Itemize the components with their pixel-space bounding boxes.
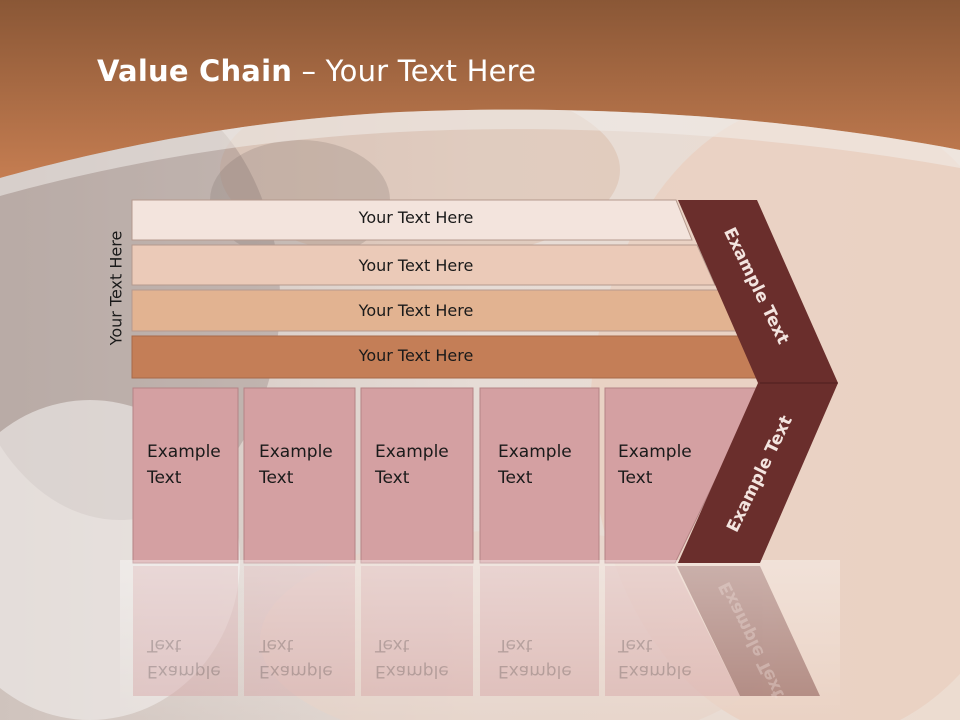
box-3-reflection-line2: Text — [375, 635, 410, 655]
box-3-reflection-line1: Example — [375, 661, 449, 681]
box-4-line2: Text — [498, 468, 533, 488]
bar-2-label: Your Text Here — [358, 256, 474, 275]
box-3-line2: Text — [375, 468, 410, 488]
box-3-text: Example Text — [375, 439, 475, 491]
box-2-reflection-line2: Text — [259, 635, 294, 655]
side-label: Your Text Here — [106, 230, 126, 346]
box-5-text: Example Text — [618, 439, 718, 491]
box-4-text: Example Text — [498, 439, 598, 491]
box-5-line1: Example — [618, 442, 692, 462]
box-4-reflection: Example Text — [498, 632, 598, 684]
box-3-line1: Example — [375, 442, 449, 462]
title-bold: Value Chain — [97, 54, 293, 88]
box-1-reflection-line1: Example — [147, 661, 221, 681]
box-1-text: Example Text — [147, 439, 247, 491]
bar-4-label: Your Text Here — [358, 346, 474, 365]
box-2-line2: Text — [259, 468, 294, 488]
box-5-reflection-line1: Example — [618, 661, 692, 681]
box-4-shape — [479, 387, 600, 564]
title-rest: – Your Text Here — [292, 54, 537, 88]
box-1-reflection-line2: Text — [147, 635, 182, 655]
box-3-shape — [360, 387, 474, 564]
box-3-reflection: Example Text — [375, 632, 475, 684]
chevron-shape — [678, 200, 838, 563]
box-2-shape — [243, 387, 356, 564]
bar-2-shape — [131, 244, 716, 286]
box-5-reflection: Example Text — [618, 632, 718, 684]
box-4-line1: Example — [498, 442, 572, 462]
bar-1-label: Your Text Here — [358, 208, 474, 227]
box-4-reflection-line1: Example — [498, 661, 572, 681]
box-5-line2: Text — [618, 468, 653, 488]
box-1-reflection: Example Text — [147, 632, 247, 684]
box-2-line1: Example — [259, 442, 333, 462]
bar-3-label: Your Text Here — [358, 301, 474, 320]
box-2-reflection-line1: Example — [259, 661, 333, 681]
box-1-shape — [132, 387, 239, 564]
bar-1-shape — [131, 199, 693, 241]
box-2-reflection: Example Text — [259, 632, 359, 684]
box-1-line1: Example — [147, 442, 221, 462]
box-1-line2: Text — [147, 468, 182, 488]
slide-title: Value Chain – Your Text Here — [97, 54, 536, 88]
box-5-reflection-line2: Text — [618, 635, 653, 655]
box-2-text: Example Text — [259, 439, 359, 491]
box-4-reflection-line2: Text — [498, 635, 533, 655]
